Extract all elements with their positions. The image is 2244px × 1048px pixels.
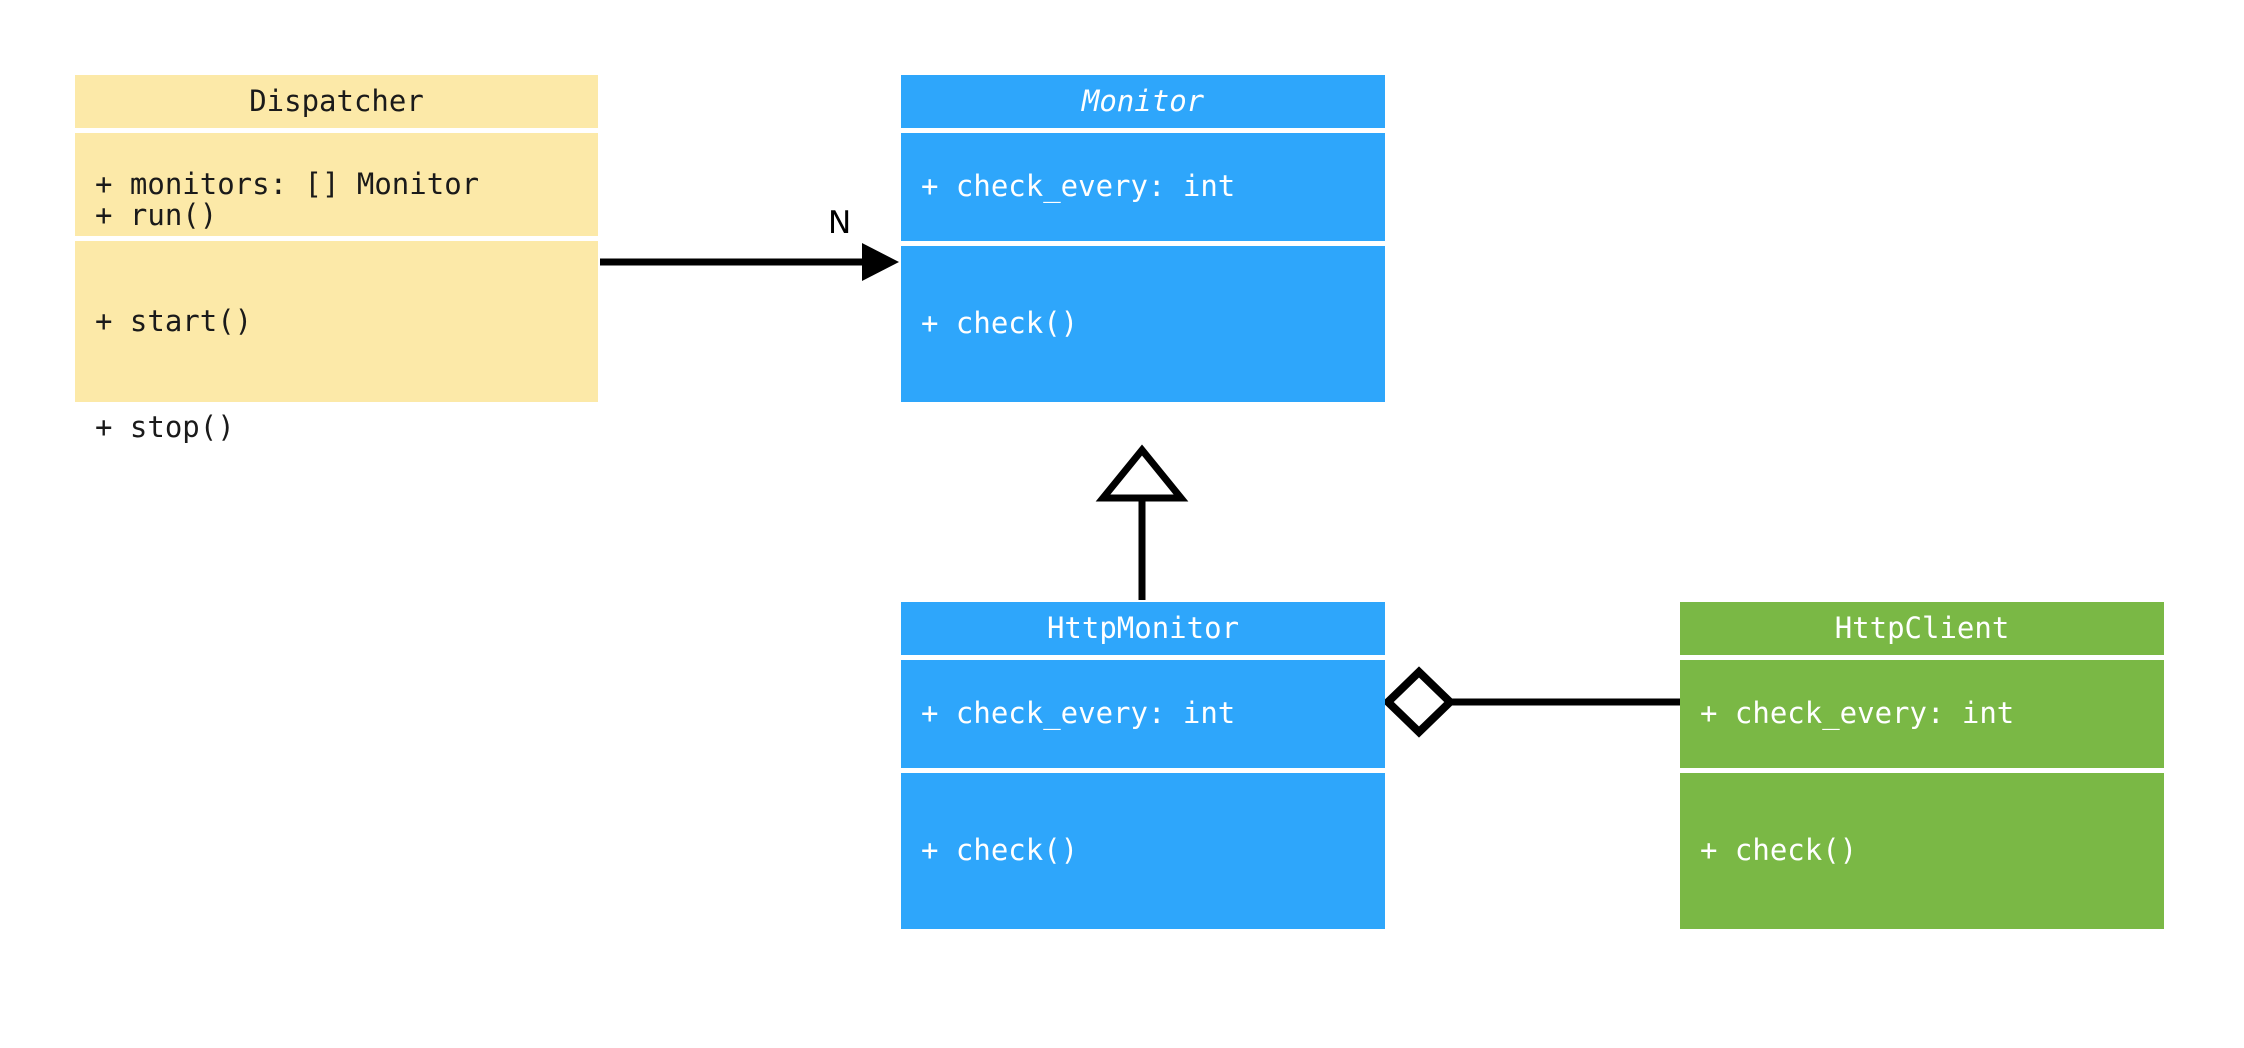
method-item: + check() [1700, 833, 1858, 868]
association-multiplicity-label: N [828, 205, 852, 241]
generalization-httpmonitor-monitor [1095, 444, 1189, 600]
method-list: + check() [901, 236, 1385, 413]
attribute-list: + check_every: int [901, 626, 1385, 803]
method-list: + check() [1680, 763, 2164, 940]
attribute-item: + check_every: int [921, 696, 1236, 731]
attribute-list: + monitors: [] Monitor [75, 96, 598, 273]
class-name-dispatcher: Dispatcher [249, 84, 424, 119]
association-arrowhead-icon [862, 243, 899, 281]
method-item: + start() [95, 303, 253, 338]
method-item: + check() [921, 306, 1079, 341]
class-title-compartment: Dispatcher [75, 75, 598, 128]
class-name-httpmonitor: HttpMonitor [1046, 611, 1240, 646]
method-item: + stop() [95, 409, 235, 444]
class-box-dispatcher[interactable]: Dispatcher + monitors: [] Monitor + run(… [75, 75, 598, 444]
attribute-list: + check_every: int [901, 99, 1385, 276]
class-box-monitor[interactable]: Monitor + check_every: int + check() [901, 75, 1385, 402]
class-box-httpmonitor[interactable]: HttpMonitor + check_every: int + check() [901, 602, 1385, 929]
class-methods-compartment: + check() [901, 773, 1385, 929]
attribute-list: + check_every: int [1680, 626, 2164, 803]
class-title-compartment: HttpMonitor [901, 602, 1385, 655]
class-methods-compartment: + check() [1680, 773, 2164, 929]
method-list: + run() + start() + stop() [75, 127, 598, 516]
class-attributes-compartment: + check_every: int [901, 660, 1385, 768]
class-name-httpclient: HttpClient [1834, 611, 2010, 646]
aggregation-hollow-diamond-icon [1382, 666, 1456, 738]
class-title-compartment: Monitor [901, 75, 1385, 128]
class-attributes-compartment: + check_every: int [901, 133, 1385, 241]
class-box-httpclient[interactable]: HttpClient + check_every: int + check() [1680, 602, 2164, 929]
class-title-compartment: HttpClient [1680, 602, 2164, 655]
class-attributes-compartment: + check_every: int [1680, 660, 2164, 768]
method-item: + run() [95, 197, 218, 232]
aggregation-httpmonitor-httpclient [1382, 666, 1680, 738]
association-dispatcher-monitor [600, 243, 899, 281]
class-name-monitor: Monitor [1081, 84, 1205, 119]
class-attributes-compartment: + monitors: [] Monitor [75, 133, 598, 236]
method-item: + check() [921, 833, 1079, 868]
generalization-hollow-triangle-icon [1095, 444, 1189, 502]
class-methods-compartment: + run() + start() + stop() [75, 198, 598, 444]
attribute-item: + monitors: [] Monitor [95, 166, 480, 201]
attribute-item: + check_every: int [921, 169, 1236, 204]
class-methods-compartment: + check() [901, 246, 1385, 402]
method-list: + check() [901, 763, 1385, 940]
attribute-item: + check_every: int [1700, 696, 2015, 731]
